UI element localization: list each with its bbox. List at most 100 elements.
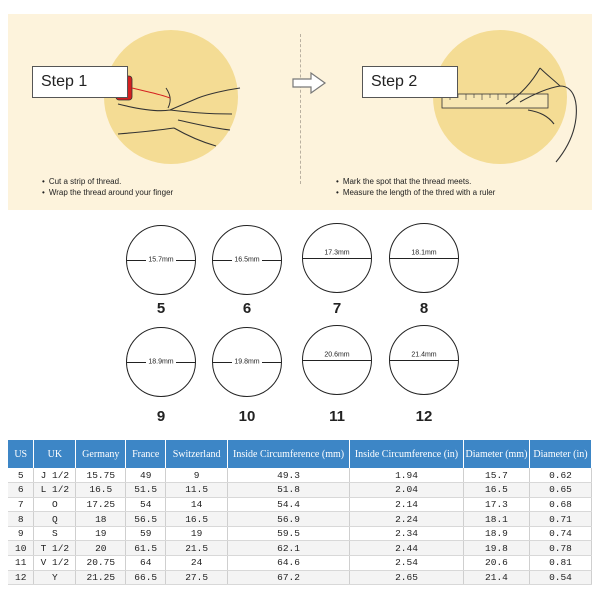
table-cell: 17.25 — [75, 497, 127, 513]
table-cell: 8 — [8, 511, 35, 527]
ring-diameter-label: 16.5mm — [232, 256, 262, 264]
step1-instruction-2: Wrap the thread around your finger — [42, 187, 173, 198]
table-cell: 0.62 — [529, 468, 593, 484]
ring-diameter-line — [303, 258, 371, 259]
table-cell: 0.74 — [529, 526, 593, 542]
table-row: 5 J 1/2 15.75 49 9 49.3 1.94 15.7 0.62 — [8, 468, 593, 484]
table-cell: 27.5 — [165, 570, 229, 586]
table-cell: 15.75 — [75, 468, 127, 484]
ring-circle-size-7: 17.3mm — [302, 223, 372, 293]
table-cell: T 1/2 — [33, 540, 77, 557]
ring-diameter-line — [390, 258, 458, 259]
table-cell: 21.25 — [75, 570, 127, 586]
ring-diameter-label: 17.3mm — [322, 249, 352, 257]
step2-instruction-2: Measure the length of the thred with a r… — [336, 187, 496, 198]
ring-circle-size-10: 19.8mm — [212, 327, 282, 397]
table-cell: 2.14 — [349, 497, 464, 513]
table-cell: 2.44 — [349, 540, 464, 557]
table-cell: 54.4 — [227, 497, 351, 513]
step1-label: Step 1 — [32, 66, 128, 98]
header-germany: Germany — [75, 440, 127, 468]
ring-diameter-label: 18.1mm — [409, 249, 439, 257]
table-cell: 1.94 — [349, 468, 464, 484]
ring-size-number: 6 — [242, 300, 252, 317]
table-cell: 0.81 — [529, 555, 593, 571]
table-cell: 62.1 — [227, 540, 351, 557]
table-cell: 11 — [8, 555, 35, 571]
table-cell: 54 — [125, 497, 167, 513]
table-cell: 16.5 — [75, 482, 127, 498]
ring-circle-size-6: 16.5mm — [212, 225, 282, 295]
ring-circle-size-11: 20.6mm — [302, 325, 372, 395]
table-cell: 0.65 — [529, 482, 593, 498]
table-cell: 20.6 — [463, 555, 530, 571]
table-cell: Y — [33, 570, 77, 586]
header-diameter-mm: Diameter (mm) — [463, 440, 530, 468]
table-row: 7 O 17.25 54 14 54.4 2.14 17.3 0.68 — [8, 497, 593, 513]
ring-size-number: 12 — [415, 408, 433, 425]
table-cell: 56.9 — [227, 511, 351, 527]
table-cell: 49 — [125, 468, 167, 484]
header-diameter-in: Diameter (in) — [529, 440, 593, 468]
ring-size-table: US UK Germany France Switzerland Inside … — [8, 440, 593, 586]
table-cell: 0.71 — [529, 511, 593, 527]
table-header-row: US UK Germany France Switzerland Inside … — [8, 440, 593, 468]
table-cell: 12 — [8, 570, 35, 586]
table-cell: 15.7 — [463, 468, 530, 484]
table-cell: 20 — [75, 540, 127, 557]
table-row: 8 Q 18 56.5 16.5 56.9 2.24 18.1 0.71 — [8, 511, 593, 527]
table-row: 12 Y 21.25 66.5 27.5 67.2 2.65 21.4 0.54 — [8, 570, 593, 586]
step1-instruction-1: Cut a strip of thread. — [42, 176, 173, 187]
ring-circle-size-9: 18.9mm — [126, 327, 196, 397]
table-cell: 2.04 — [349, 482, 464, 498]
table-cell: 7 — [8, 497, 35, 513]
table-cell: 59.5 — [227, 526, 351, 542]
table-cell: 0.54 — [529, 570, 593, 586]
table-cell: 0.78 — [529, 540, 593, 557]
table-cell: 59 — [125, 526, 167, 542]
table-cell: L 1/2 — [33, 482, 77, 498]
table-cell: 0.68 — [529, 497, 593, 513]
ring-diameter-label: 19.8mm — [232, 358, 262, 366]
table-cell: 64 — [125, 555, 167, 571]
table-cell: 67.2 — [227, 570, 351, 586]
table-cell: 18 — [75, 511, 127, 527]
ring-circle-size-8: 18.1mm — [389, 223, 459, 293]
table-cell: 51.5 — [125, 482, 167, 498]
ring-size-number: 5 — [156, 300, 166, 317]
table-cell: 2.54 — [349, 555, 464, 571]
table-cell: V 1/2 — [33, 555, 77, 571]
ring-diameter-label: 20.6mm — [322, 351, 352, 359]
header-uk: UK — [33, 440, 77, 468]
table-cell: 21.4 — [463, 570, 530, 586]
table-cell: 18.1 — [463, 511, 530, 527]
ring-size-number: 8 — [419, 300, 429, 317]
table-cell: 21.5 — [165, 540, 229, 557]
table-cell: 64.6 — [227, 555, 351, 571]
table-cell: 9 — [8, 526, 35, 542]
ring-diameter-label: 15.7mm — [146, 256, 176, 264]
table-cell: 18.9 — [463, 526, 530, 542]
table-cell: 19 — [165, 526, 229, 542]
table-row: 10 T 1/2 20 61.5 21.5 62.1 2.44 19.8 0.7… — [8, 540, 593, 557]
table-cell: 49.3 — [227, 468, 351, 484]
step2-label: Step 2 — [362, 66, 458, 98]
ring-size-number: 9 — [156, 408, 166, 425]
table-cell: 2.34 — [349, 526, 464, 542]
table-row: 6 L 1/2 16.5 51.5 11.5 51.8 2.04 16.5 0.… — [8, 482, 593, 498]
ring-circle-size-5: 15.7mm — [126, 225, 196, 295]
header-us: US — [8, 440, 35, 468]
table-cell: 61.5 — [125, 540, 167, 557]
header-inside-circumference-mm: Inside Circumference (mm) — [227, 440, 351, 468]
table-cell: 19 — [75, 526, 127, 542]
table-cell: 16.5 — [463, 482, 530, 498]
table-cell: S — [33, 526, 77, 542]
table-cell: 14 — [165, 497, 229, 513]
table-cell: 10 — [8, 540, 35, 557]
hand-with-ruler-icon — [441, 67, 577, 163]
ring-size-number: 11 — [329, 408, 345, 425]
table-cell: 24 — [165, 555, 229, 571]
table-cell: 2.65 — [349, 570, 464, 586]
table-cell: O — [33, 497, 77, 513]
table-row: 11 V 1/2 20.75 64 24 64.6 2.54 20.6 0.81 — [8, 555, 593, 571]
